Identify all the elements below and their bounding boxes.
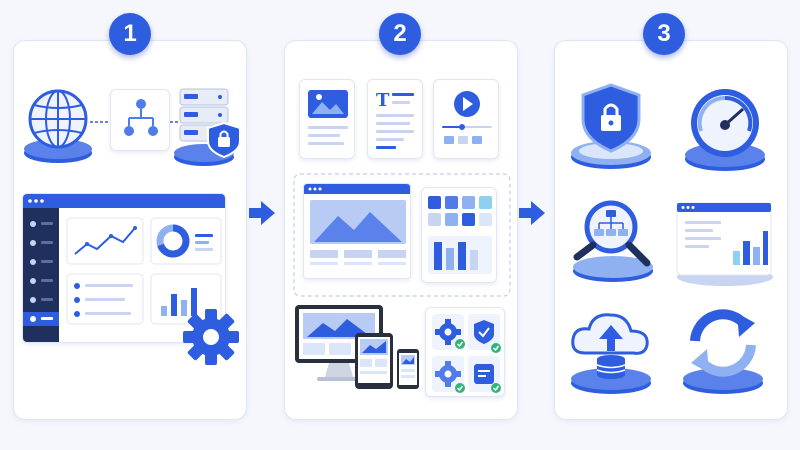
speed-gauge-icon (679, 85, 771, 175)
sitemap-icon (110, 89, 170, 151)
text-card-icon: T (367, 79, 423, 159)
design-frame (293, 173, 511, 297)
image-card-icon (299, 79, 355, 159)
page-layout-icon (303, 183, 411, 279)
connector-dashed (90, 121, 112, 123)
admin-dashboard-icon (22, 193, 226, 343)
step-3-panel (554, 40, 788, 420)
globe-icon (20, 87, 96, 169)
step-2-badge: 2 (379, 13, 421, 55)
arrow-right-icon (249, 201, 275, 225)
plugins-icon (425, 307, 505, 397)
responsive-devices-icon (293, 303, 421, 399)
svg-text:T: T (376, 90, 390, 111)
secure-server-icon (172, 83, 246, 169)
analytics-icon (673, 199, 777, 289)
update-sync-icon (675, 303, 771, 399)
seo-search-icon (563, 193, 663, 285)
security-shield-icon (567, 81, 657, 173)
arrow-right-icon-2 (519, 201, 545, 225)
video-card-icon (433, 79, 499, 159)
cloud-backup-icon (563, 303, 659, 399)
settings-gear-icon (181, 307, 241, 367)
step-1-badge: 1 (109, 13, 151, 55)
step-3-badge: 3 (643, 13, 685, 55)
color-palette-icon (421, 187, 497, 283)
step-2-panel: T (284, 40, 518, 420)
connector-dashed-2 (170, 121, 180, 123)
step-1-panel (13, 40, 247, 420)
